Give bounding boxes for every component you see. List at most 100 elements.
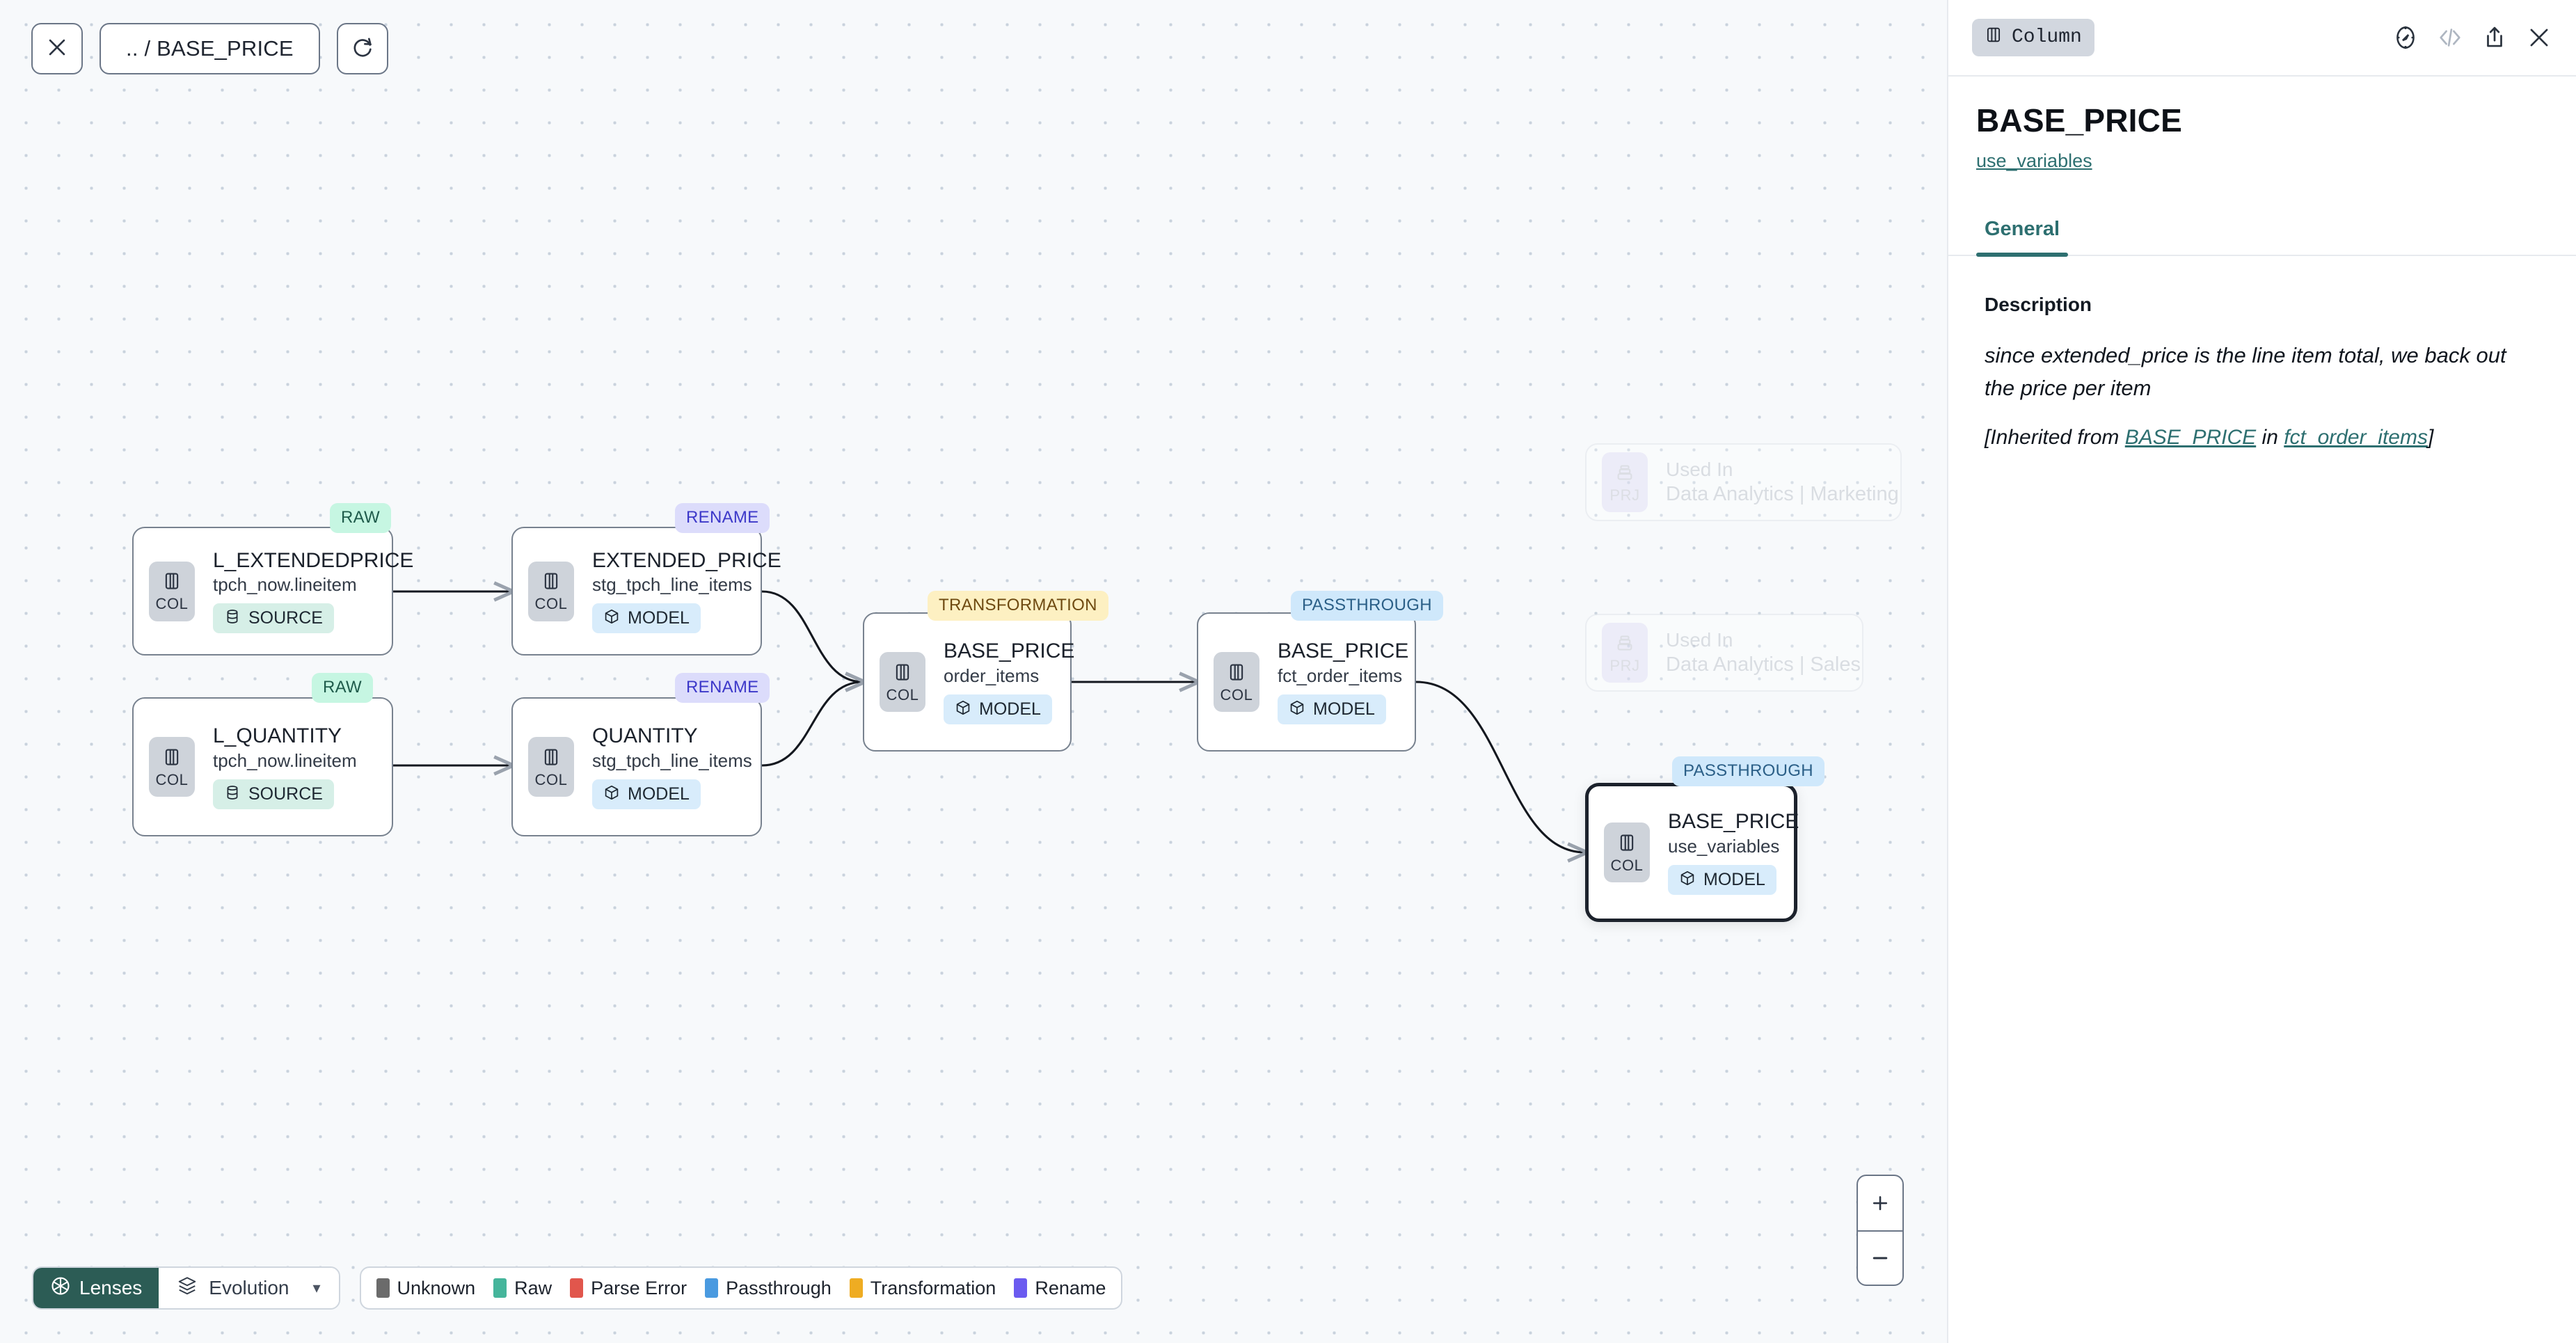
- node-kind-label: COL: [1220, 685, 1253, 704]
- tab-general[interactable]: General: [1976, 218, 2068, 257]
- column-icon: [1226, 662, 1247, 686]
- zoom-controls: [1857, 1175, 1904, 1286]
- node-type-tag-l_quantity: RAW: [312, 673, 374, 703]
- inherited-middle: in: [2256, 426, 2284, 449]
- legend-item[interactable]: Parse Error: [570, 1278, 687, 1299]
- panel-actions: [2392, 24, 2552, 51]
- lineage-legend: Unknown Raw Parse Error Passthrough Transfor…: [359, 1266, 1123, 1310]
- node-kind-label: PRJ: [1609, 486, 1640, 504]
- node-kind-label: PRJ: [1609, 656, 1640, 674]
- legend-label: Raw: [514, 1277, 552, 1298]
- lenses-group: Lenses Evolution ▾: [32, 1266, 340, 1310]
- node-kind-label: COL: [155, 595, 189, 612]
- cube-icon: [603, 608, 620, 628]
- legend-swatch: [493, 1278, 507, 1298]
- node-subtitle: Data Analytics | Sales: [1666, 653, 1861, 676]
- node-type-tag-base_price_use_variables: PASSTHROUGH: [1672, 756, 1824, 786]
- inherited-model-link[interactable]: fct_order_items: [2284, 426, 2428, 449]
- node-type-tag-l_extendedprice: RAW: [330, 503, 392, 533]
- inherited-column-link[interactable]: BASE_PRICE: [2124, 426, 2257, 449]
- inherited-note: [Inherited from BASE_PRICE in fct_order_…: [1985, 422, 2540, 453]
- cube-icon: [955, 699, 971, 720]
- node-material-label: SOURCE: [248, 784, 323, 804]
- legend-item[interactable]: Rename: [1014, 1278, 1106, 1299]
- description-text: since extended_price is the line item to…: [1985, 343, 2506, 400]
- description-heading: Description: [1985, 294, 2092, 315]
- node-subtitle: tpch_now.lineitem: [213, 574, 357, 596]
- aperture-icon: [50, 1276, 71, 1301]
- close-graph-button[interactable]: [31, 23, 83, 74]
- legend-label: Parse Error: [591, 1277, 687, 1298]
- project-icon: [1614, 462, 1635, 486]
- evolution-dropdown[interactable]: Evolution ▾: [159, 1268, 339, 1308]
- refresh-button[interactable]: [336, 23, 388, 74]
- compass-icon[interactable]: [2392, 24, 2419, 51]
- breadcrumb[interactable]: .. / BASE_PRICE: [100, 23, 320, 74]
- column-icon: [161, 571, 182, 595]
- node-subtitle: stg_tpch_line_items: [592, 574, 752, 596]
- node-type-tag-quantity: RENAME: [675, 673, 770, 703]
- node-title: Used In: [1666, 458, 1733, 480]
- legend-item[interactable]: Raw: [493, 1278, 552, 1299]
- column-icon: [1616, 832, 1637, 857]
- node-kind-chip: COL: [149, 561, 195, 621]
- legend-item[interactable]: Transformation: [849, 1277, 996, 1299]
- node-material-label: MODEL: [979, 699, 1041, 719]
- node-kind-label: COL: [886, 685, 919, 704]
- legend-label: Unknown: [397, 1277, 476, 1298]
- code-icon[interactable]: [2437, 24, 2463, 51]
- legend-label: Transformation: [870, 1277, 996, 1298]
- close-icon[interactable]: [2526, 24, 2552, 51]
- minus-icon: [1873, 1257, 1888, 1259]
- node-material-label: SOURCE: [248, 608, 323, 628]
- zoom-out-button[interactable]: [1858, 1230, 1902, 1285]
- panel-header: Column: [1948, 0, 2576, 75]
- legend-label: Rename: [1035, 1277, 1106, 1298]
- node-subtitle: use_variables: [1668, 835, 1780, 857]
- node-kind-chip: COL: [880, 652, 925, 712]
- inherited-prefix: [Inherited from: [1985, 426, 2125, 449]
- used-in-node-used_in_marketing[interactable]: PRJ Used In Data Analytics | Marketing: [1585, 443, 1902, 521]
- canvas-bottom-bar: Lenses Evolution ▾ Unknown Raw Parse Error…: [32, 1266, 1123, 1310]
- canvas-toolbar: .. / BASE_PRICE: [31, 23, 388, 74]
- node-kind-chip: COL: [528, 561, 574, 621]
- node-title: QUANTITY: [592, 724, 698, 748]
- refresh-icon: [351, 35, 374, 63]
- panel-type-badge[interactable]: Column: [1972, 19, 2094, 56]
- layers-icon: [177, 1276, 198, 1301]
- legend-swatch: [570, 1278, 584, 1298]
- node-type-tag-base_price_fct_order_items: PASSTHROUGH: [1291, 591, 1443, 621]
- node-material-badge: SOURCE: [213, 603, 334, 634]
- node-type-tag-base_price_order_items: TRANSFORMATION: [928, 591, 1108, 621]
- node-material-label: MODEL: [1313, 699, 1375, 719]
- node-material-badge: MODEL: [592, 603, 701, 634]
- close-icon: [45, 35, 69, 63]
- legend-item[interactable]: Unknown: [376, 1277, 476, 1299]
- share-icon[interactable]: [2481, 24, 2508, 51]
- cube-icon: [1679, 870, 1696, 890]
- lenses-button[interactable]: Lenses: [33, 1268, 159, 1308]
- column-icon: [1985, 26, 2003, 49]
- node-title: L_EXTENDEDPRICE: [213, 548, 414, 572]
- zoom-in-button[interactable]: [1858, 1176, 1902, 1230]
- column-icon: [161, 747, 182, 771]
- legend-item[interactable]: Passthrough: [705, 1278, 832, 1299]
- node-subtitle: Data Analytics | Marketing: [1666, 483, 1899, 505]
- node-material-label: MODEL: [628, 608, 690, 628]
- parent-model-link[interactable]: use_variables: [1976, 150, 2092, 171]
- node-title: BASE_PRICE: [1668, 810, 1799, 834]
